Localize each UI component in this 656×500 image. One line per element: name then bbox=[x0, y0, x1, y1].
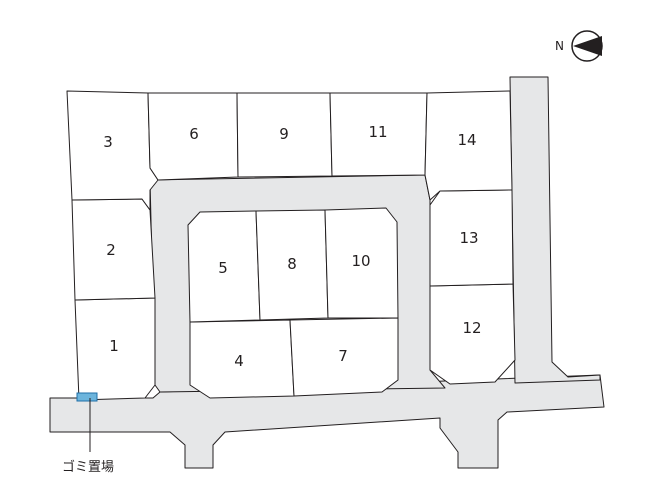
lot-label: 11 bbox=[368, 123, 387, 141]
lot-label: 10 bbox=[351, 252, 370, 270]
lot-label: 12 bbox=[462, 319, 481, 337]
garbage-station-marker[interactable] bbox=[76, 392, 98, 402]
lot-label: 3 bbox=[103, 133, 113, 151]
lot-label: 14 bbox=[457, 131, 476, 149]
lot-label: 4 bbox=[234, 352, 244, 370]
lot-5[interactable] bbox=[187, 210, 261, 323]
lot-10[interactable] bbox=[324, 207, 399, 319]
lots bbox=[66, 90, 516, 401]
lot-label: 13 bbox=[459, 229, 478, 247]
lot-14[interactable] bbox=[424, 90, 513, 201]
lot-6[interactable] bbox=[147, 92, 239, 181]
lot-13[interactable] bbox=[429, 189, 514, 287]
main-road bbox=[49, 374, 605, 469]
side-road bbox=[509, 76, 601, 384]
lot-label: 6 bbox=[189, 125, 199, 143]
garbage-station-label: ゴミ置場 bbox=[62, 459, 114, 475]
lot-4[interactable] bbox=[189, 319, 295, 399]
lot-label: 1 bbox=[109, 337, 119, 355]
lot-labels: 1 2 3 4 5 6 7 8 9 10 11 12 13 14 bbox=[103, 123, 481, 370]
north-arrow-icon: N bbox=[555, 30, 603, 62]
compass-letter: N bbox=[555, 39, 564, 53]
garbage-station: ゴミ置場 bbox=[62, 392, 114, 475]
lot-label: 7 bbox=[338, 347, 348, 365]
lot-label: 2 bbox=[106, 241, 116, 259]
lot-label: 8 bbox=[287, 255, 297, 273]
lot-label: 9 bbox=[279, 125, 289, 143]
lot-label: 5 bbox=[218, 259, 228, 277]
compass-needle bbox=[573, 36, 602, 56]
